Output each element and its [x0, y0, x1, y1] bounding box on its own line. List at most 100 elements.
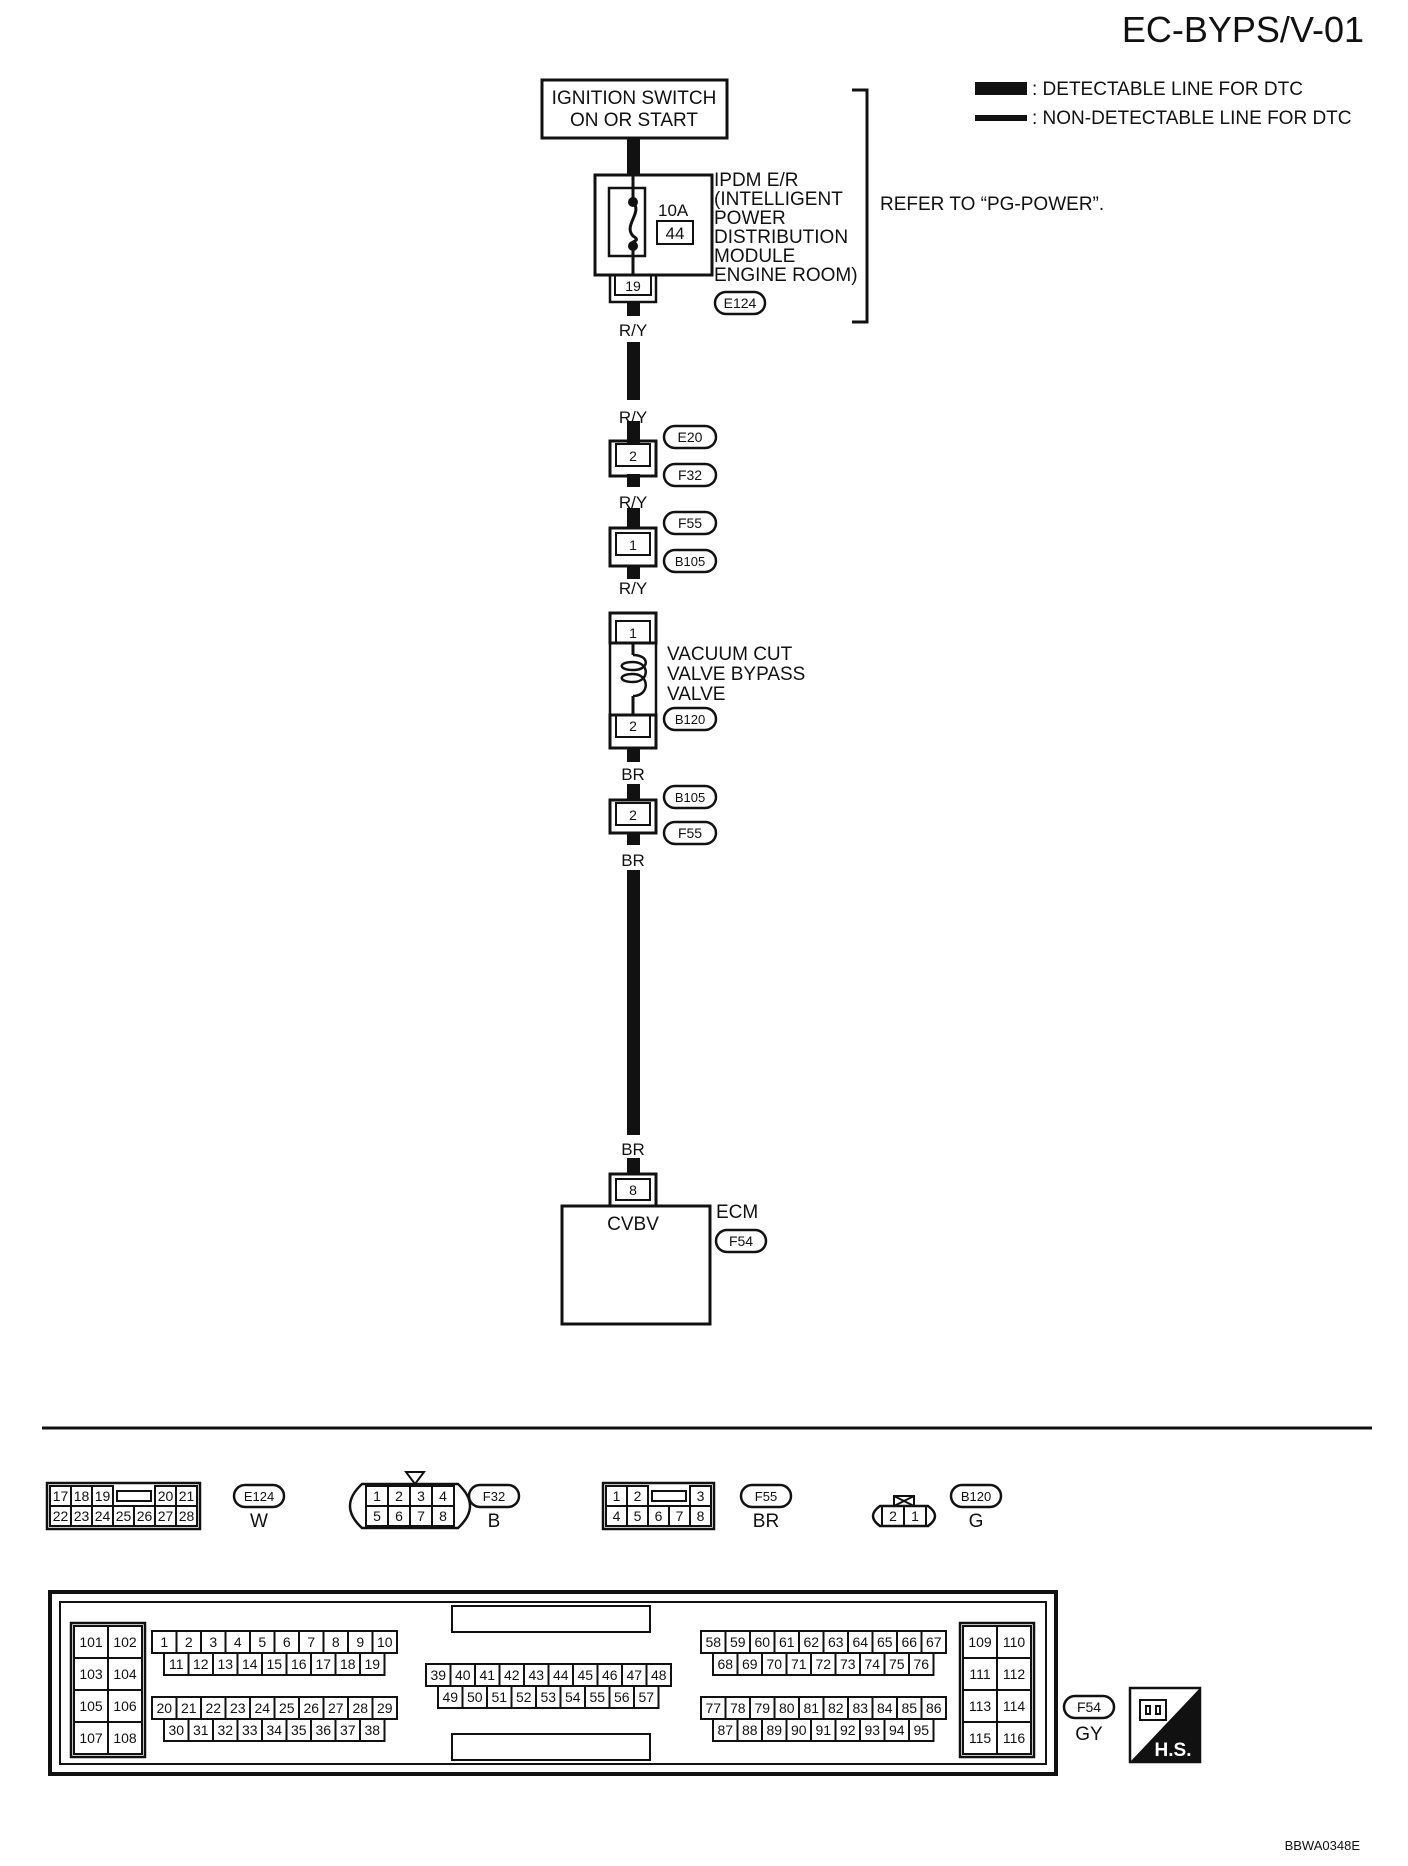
- pin-number: 53: [540, 1689, 556, 1705]
- refer-text: REFER TO “PG-POWER”.: [880, 194, 1104, 215]
- pin-number: 3: [697, 1488, 705, 1504]
- pin-number: 84: [877, 1700, 893, 1716]
- pin-number: 50: [467, 1689, 483, 1705]
- wire-segment: [627, 832, 640, 845]
- pin-number: 12: [193, 1656, 209, 1672]
- pin-number: 23: [230, 1700, 246, 1716]
- pin-cell: [175, 1505, 198, 1527]
- fuse-icon: [628, 200, 639, 247]
- pin-number: 20: [158, 1488, 174, 1504]
- ecm-module: 8 CVBV ECM F54: [560, 1172, 768, 1326]
- pin-number: 8: [439, 1508, 447, 1524]
- pin-number: 22: [205, 1700, 221, 1716]
- pin-number: 6: [655, 1508, 663, 1524]
- pin-cell: [903, 1505, 927, 1527]
- valve-pin-bottom: 2: [629, 718, 637, 734]
- pin-number: 70: [766, 1656, 782, 1672]
- connector-id: F55: [678, 825, 702, 841]
- pin-number: 15: [266, 1656, 282, 1672]
- pin-number: 6: [395, 1508, 403, 1524]
- pin-number: 107: [79, 1730, 103, 1746]
- connector-id: E20: [678, 429, 703, 445]
- pin-number: 29: [377, 1700, 393, 1716]
- pin-number: 31: [193, 1722, 209, 1738]
- pin-number: 92: [840, 1722, 856, 1738]
- pin-cell: [689, 1505, 712, 1527]
- pin-number: 4: [439, 1488, 447, 1504]
- ipdm-label-6: ENGINE ROOM): [714, 265, 858, 286]
- ecm-label: ECM: [716, 1202, 758, 1223]
- pin-cell: [633, 1685, 660, 1709]
- connector-color: B: [488, 1511, 501, 1532]
- pin-number: 6: [283, 1634, 291, 1650]
- pin-number: 60: [754, 1634, 770, 1650]
- wire-color-label: R/Y: [619, 408, 647, 427]
- pin-number: 39: [430, 1667, 446, 1683]
- pin-number: 3: [209, 1634, 217, 1650]
- pin-number: 67: [926, 1634, 942, 1650]
- pin-number: 42: [504, 1667, 520, 1683]
- pin-number: 21: [179, 1488, 195, 1504]
- pin-number: 2: [629, 807, 637, 823]
- connector-id: F32: [483, 1489, 505, 1504]
- pin-number: 76: [913, 1656, 929, 1672]
- pin-number: 59: [730, 1634, 746, 1650]
- pin-cell: [996, 1721, 1032, 1755]
- pin-number: 93: [864, 1722, 880, 1738]
- pin-number: 54: [565, 1689, 581, 1705]
- pin-number: 73: [840, 1656, 856, 1672]
- pin-number: 80: [779, 1700, 795, 1716]
- valve-pin-top: 1: [629, 625, 637, 641]
- pin-number: 4: [613, 1508, 621, 1524]
- ipdm-connector-id: E124: [724, 295, 757, 311]
- wire-segment: [627, 784, 640, 801]
- pin-number: 21: [181, 1700, 197, 1716]
- pin-cell: [908, 1718, 935, 1742]
- pin-number: 5: [258, 1634, 266, 1650]
- pin-number: 63: [828, 1634, 844, 1650]
- wire-segment: [627, 302, 640, 316]
- pin-number: 18: [340, 1656, 356, 1672]
- pin-number: 10: [377, 1634, 393, 1650]
- pin-number: 115: [969, 1730, 992, 1746]
- pin-number: 11: [169, 1656, 184, 1672]
- pin-number: 85: [901, 1700, 917, 1716]
- pin-number: 109: [968, 1634, 992, 1650]
- pin-number: 94: [889, 1722, 905, 1738]
- pin-number: 55: [589, 1689, 605, 1705]
- pin-number: 45: [577, 1667, 593, 1683]
- pin-number: 35: [291, 1722, 307, 1738]
- pin-number: 25: [116, 1508, 132, 1524]
- pin-number: 95: [913, 1722, 929, 1738]
- pin-number: 106: [113, 1698, 137, 1714]
- pin-number: 27: [158, 1508, 174, 1524]
- pin-number: 110: [1003, 1634, 1026, 1650]
- pin-number: 104: [113, 1666, 137, 1682]
- pin-number: 57: [638, 1689, 654, 1705]
- pin-number: 19: [95, 1488, 111, 1504]
- pin-number: 8: [697, 1508, 705, 1524]
- pin-number: 102: [113, 1634, 137, 1650]
- pin-number: 3: [417, 1488, 425, 1504]
- legend-detectable-swatch: [975, 82, 1027, 95]
- pin-number: 46: [602, 1667, 618, 1683]
- pin-number: 88: [742, 1722, 758, 1738]
- pin-number: 75: [889, 1656, 905, 1672]
- ignition-line-1: IGNITION SWITCH: [552, 88, 717, 109]
- wire-color-label: BR: [621, 851, 645, 870]
- pin-number: 83: [852, 1700, 868, 1716]
- connector-id: F55: [678, 515, 702, 531]
- pin-cell: [908, 1652, 935, 1676]
- pin-number: 23: [74, 1508, 90, 1524]
- wire-segment: [627, 1158, 640, 1174]
- pin-number: 18: [74, 1488, 90, 1504]
- pin-number: 34: [266, 1722, 282, 1738]
- ipdm-label-5: MODULE: [714, 246, 795, 267]
- solenoid-coil-icon: [620, 653, 647, 698]
- pin-number: 112: [1003, 1666, 1026, 1682]
- pin-number: 19: [364, 1656, 380, 1672]
- connector-symbol-icon: [1139, 1699, 1167, 1721]
- pin-number: 111: [969, 1666, 990, 1682]
- pin-number: 13: [217, 1656, 233, 1672]
